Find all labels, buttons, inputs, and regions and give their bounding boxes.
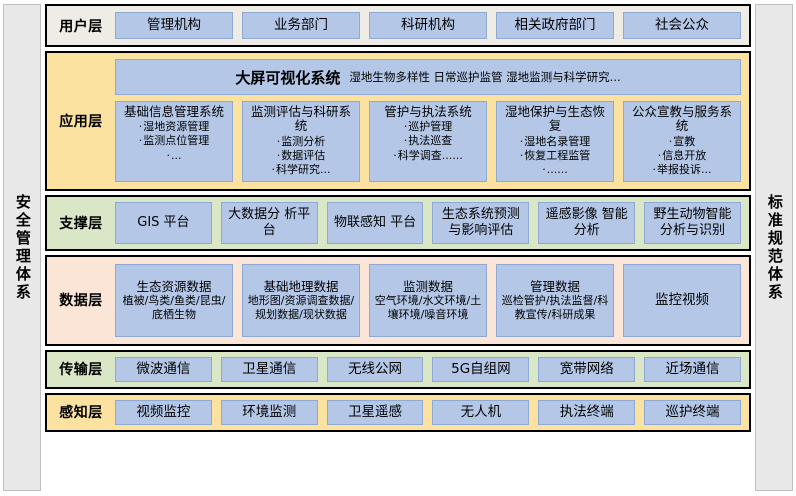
layer-application: 应用层 大屏可视化系统 湿地生物多样性 日常巡护监管 湿地监测与科学研究... …: [45, 51, 751, 191]
data-card-subtitle: 地形图/资源调查数据/规划数据/现状数据: [247, 294, 355, 321]
bullet-item: 科学调查......: [372, 149, 484, 163]
visualization-banner[interactable]: 大屏可视化系统 湿地生物多样性 日常巡护监管 湿地监测与科学研究...: [115, 59, 741, 95]
application-card-bullets: 湿地名录管理 恢复工程监管 ......: [499, 135, 611, 177]
transmission-item[interactable]: 5G自组网: [432, 356, 530, 382]
data-card[interactable]: 监测数据 空气环境/水文环境/土壤环境/噪音环境: [369, 263, 487, 337]
bullet-item: 湿地资源管理: [118, 120, 230, 134]
application-card[interactable]: 公众宣教与服务系统 宣教 信息开放 举报投诉...: [623, 101, 741, 182]
layer-user: 用户层 管理机构 业务部门 科研机构 相关政府部门 社会公众: [45, 4, 751, 47]
layer-transmission-label: 传输层: [59, 362, 103, 379]
layer-sensing-label: 感知层: [59, 405, 103, 422]
sensing-item[interactable]: 视频监控: [115, 399, 212, 425]
support-item[interactable]: 大数据分 析平台: [220, 201, 318, 244]
application-card-title: 基础信息管理系统: [123, 104, 224, 119]
data-card[interactable]: 生态资源数据 植被/鸟类/鱼类/昆虫/底栖生物: [115, 263, 233, 337]
sensing-item[interactable]: 巡护终端: [644, 399, 741, 425]
bullet-item: 数据评估: [245, 149, 357, 163]
layer-sensing-items: 视频监控 环境监测 卫星遥感 无人机 执法终端 巡护终端: [115, 395, 749, 430]
sensing-item[interactable]: 环境监测: [220, 399, 318, 425]
data-card-subtitle: 空气环境/水文环境/土壤环境/噪音环境: [374, 294, 482, 321]
user-item[interactable]: 科研机构: [369, 12, 487, 39]
left-vertical-panel-security-management: 安全管理体系: [3, 4, 41, 491]
layer-user-label: 用户层: [59, 18, 103, 35]
layer-stack: 用户层 管理机构 业务部门 科研机构 相关政府部门 社会公众 应用层 大屏可视化…: [45, 4, 751, 493]
bullet-item: ...: [118, 149, 230, 163]
transmission-item[interactable]: 无线公网: [326, 356, 424, 382]
layer-data-label: 数据层: [59, 293, 103, 310]
user-item[interactable]: 管理机构: [115, 12, 233, 39]
bullet-item: 举报投诉...: [626, 163, 738, 177]
bullet-item: 巡护管理: [372, 120, 484, 134]
data-card-subtitle: 植被/鸟类/鱼类/昆虫/底栖生物: [122, 294, 226, 321]
support-item[interactable]: 物联感知 平台: [326, 201, 424, 244]
layer-support-items: GIS 平台 大数据分 析平台 物联感知 平台 生态系统预测 与影响评估 遥感影…: [115, 197, 749, 249]
layer-transmission-items: 微波通信 卫星通信 无线公网 5G自组网 宽带网络 近场通信: [115, 352, 749, 387]
layer-support-label: 支撑层: [59, 215, 103, 232]
support-item[interactable]: GIS 平台: [115, 201, 212, 244]
data-card-title: 生态资源数据: [136, 279, 212, 295]
sensing-item[interactable]: 无人机: [432, 399, 530, 425]
data-card[interactable]: 监控视频: [623, 263, 741, 337]
sensing-item[interactable]: 执法终端: [538, 399, 636, 425]
user-item[interactable]: 社会公众: [623, 12, 741, 39]
bullet-item: 监测点位管理: [118, 134, 230, 148]
bullet-item: 科学研究...: [245, 163, 357, 177]
right-vertical-panel-standards: 标准规范体系: [755, 4, 793, 491]
banner-subtitle: 湿地生物多样性 日常巡护监管 湿地监测与科学研究...: [349, 70, 621, 84]
layer-application-content: 大屏可视化系统 湿地生物多样性 日常巡护监管 湿地监测与科学研究... 基础信息…: [115, 53, 749, 189]
bullet-item: 湿地名录管理: [499, 135, 611, 149]
support-item[interactable]: 野生动物智能 分析与识别: [644, 201, 741, 244]
transmission-item[interactable]: 近场通信: [644, 356, 741, 382]
application-card[interactable]: 监测评估与科研系统 监测分析 数据评估 科学研究...: [242, 101, 360, 182]
data-card-title: 基础地理数据: [263, 279, 339, 295]
right-panel-label: 标准规范体系: [765, 193, 784, 302]
application-card-bullets: 巡护管理 执法巡查 科学调查......: [372, 120, 484, 162]
transmission-item[interactable]: 卫星通信: [220, 356, 318, 382]
transmission-item[interactable]: 微波通信: [115, 356, 212, 382]
data-card-title: 管理数据: [529, 279, 580, 295]
data-card-title: 监控视频: [655, 292, 709, 309]
application-cards: 基础信息管理系统 湿地资源管理 监测点位管理 ... 监测评估与科研系统 监测分…: [115, 101, 741, 182]
layer-transmission: 传输层 微波通信 卫星通信 无线公网 5G自组网 宽带网络 近场通信: [45, 349, 751, 389]
user-item[interactable]: 业务部门: [242, 12, 360, 39]
application-card-title: 监测评估与科研系统: [250, 104, 351, 134]
user-item[interactable]: 相关政府部门: [496, 12, 614, 39]
application-card-title: 湿地保护与生态恢复: [504, 104, 605, 134]
data-card[interactable]: 基础地理数据 地形图/资源调查数据/规划数据/现状数据: [242, 263, 360, 337]
layer-data-items: 生态资源数据 植被/鸟类/鱼类/昆虫/底栖生物 基础地理数据 地形图/资源调查数…: [115, 257, 749, 344]
data-card-title: 监测数据: [402, 279, 453, 295]
sensing-item[interactable]: 卫星遥感: [326, 399, 424, 425]
layer-data: 数据层 生态资源数据 植被/鸟类/鱼类/昆虫/底栖生物 基础地理数据 地形图/资…: [45, 254, 751, 346]
layer-sensing: 感知层 视频监控 环境监测 卫星遥感 无人机 执法终端 巡护终端: [45, 392, 751, 432]
banner-title: 大屏可视化系统: [235, 68, 341, 87]
bullet-item: 信息开放: [626, 149, 738, 163]
bullet-item: 宣教: [626, 135, 738, 149]
layer-support: 支撑层 GIS 平台 大数据分 析平台 物联感知 平台 生态系统预测 与影响评估…: [45, 194, 751, 251]
left-panel-label: 安全管理体系: [13, 193, 32, 302]
bullet-item: 恢复工程监管: [499, 149, 611, 163]
support-item[interactable]: 生态系统预测 与影响评估: [432, 201, 530, 244]
bullet-item: 执法巡查: [372, 134, 484, 148]
application-card[interactable]: 基础信息管理系统 湿地资源管理 监测点位管理 ...: [115, 101, 233, 182]
bullet-item: 监测分析: [245, 135, 357, 149]
layer-user-items: 管理机构 业务部门 科研机构 相关政府部门 社会公众: [115, 6, 749, 45]
application-card[interactable]: 管护与执法系统 巡护管理 执法巡查 科学调查......: [369, 101, 487, 182]
application-card-title: 公众宣教与服务系统: [631, 104, 732, 134]
application-card-bullets: 湿地资源管理 监测点位管理 ...: [118, 120, 230, 162]
application-card-bullets: 宣教 信息开放 举报投诉...: [626, 135, 738, 177]
support-item[interactable]: 遥感影像 智能分析: [538, 201, 636, 244]
application-card-title: 管护与执法系统: [384, 104, 472, 119]
transmission-item[interactable]: 宽带网络: [538, 356, 636, 382]
bullet-item: ......: [499, 163, 611, 177]
layer-application-label: 应用层: [59, 113, 103, 130]
application-card[interactable]: 湿地保护与生态恢复 湿地名录管理 恢复工程监管 ......: [496, 101, 614, 182]
data-card[interactable]: 管理数据 巡检管护/执法监督/科教宣传/科研成果: [496, 263, 614, 337]
data-card-subtitle: 巡检管护/执法监督/科教宣传/科研成果: [501, 294, 609, 321]
application-card-bullets: 监测分析 数据评估 科学研究...: [245, 135, 357, 177]
